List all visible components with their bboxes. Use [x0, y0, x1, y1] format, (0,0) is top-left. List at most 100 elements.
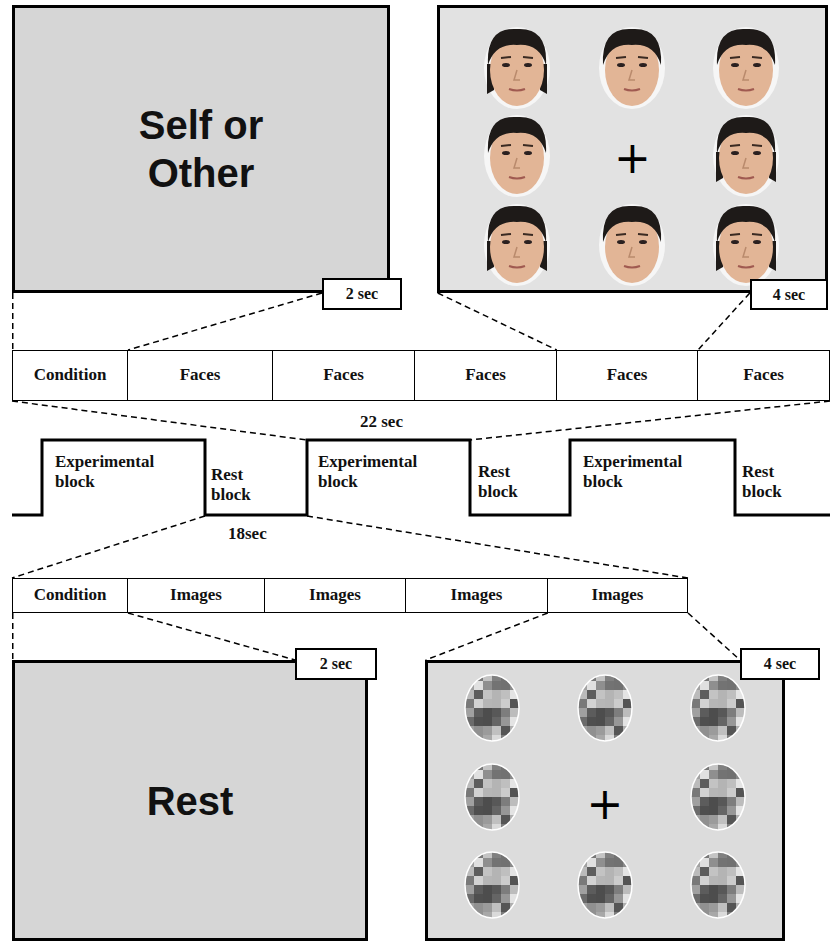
pixel [718, 894, 727, 903]
pixel-oval [465, 849, 519, 921]
pixel [587, 690, 596, 699]
nose [514, 158, 520, 168]
pixel [709, 885, 718, 894]
pixel [605, 867, 614, 876]
pixel [691, 912, 700, 921]
box-text: Condition [34, 585, 107, 605]
pixel [465, 849, 474, 858]
zoom-line [12, 401, 307, 440]
pixel [474, 788, 483, 797]
mouth [624, 89, 640, 91]
hair [717, 206, 775, 242]
pixel [578, 735, 587, 744]
eye [639, 240, 647, 244]
box-text: 2 sec [346, 284, 378, 303]
duration-box: 2 sec [322, 278, 402, 310]
timeline-cell: Faces [272, 350, 415, 401]
pixel [709, 858, 718, 867]
pixel [587, 699, 596, 708]
eye [639, 63, 647, 67]
zoom-connector [426, 613, 740, 660]
zoom-connector [13, 613, 295, 660]
pixel [709, 788, 718, 797]
eye [753, 151, 761, 155]
pixel [492, 770, 501, 779]
mouth [738, 177, 754, 179]
pixel [709, 699, 718, 708]
pixel [605, 690, 614, 699]
pixel [492, 708, 501, 717]
block-label: Rest block [211, 465, 271, 504]
pixel [718, 690, 727, 699]
pixel [483, 903, 492, 912]
pixel [700, 708, 709, 717]
pixel [483, 726, 492, 735]
pixel [614, 690, 623, 699]
pixel-oval [691, 761, 745, 833]
fixation-cross: + [614, 136, 651, 180]
pixel [510, 735, 519, 744]
faces-panel-ground [437, 5, 828, 293]
pixel [501, 894, 510, 903]
oval-edge [578, 675, 632, 741]
pixel [492, 876, 501, 885]
box-text: Faces [180, 365, 221, 385]
pixel [474, 806, 483, 815]
pixel [718, 708, 727, 717]
pixel [492, 903, 501, 912]
box-text: Faces [743, 365, 784, 385]
pixel [596, 858, 605, 867]
pixel [492, 717, 501, 726]
photo-oval [713, 204, 779, 286]
oval-edge [578, 852, 632, 918]
pixel [718, 867, 727, 876]
eye [731, 63, 739, 67]
box-text: Faces [607, 365, 648, 385]
eye [502, 151, 510, 155]
pixel [492, 779, 501, 788]
oval-ground [465, 675, 519, 741]
block-label: Experimental block [583, 452, 723, 491]
box-text: Faces [323, 365, 364, 385]
zoom-connector [438, 293, 750, 350]
pixel [474, 797, 483, 806]
pixel [727, 806, 736, 815]
pixel [501, 779, 510, 788]
hair [603, 29, 661, 65]
brows [501, 234, 533, 235]
pixel [718, 788, 727, 797]
pixel [510, 912, 519, 921]
pixel [596, 708, 605, 717]
pixel [483, 885, 492, 894]
pixel [465, 672, 474, 681]
eye [753, 63, 761, 67]
oval-edge [465, 852, 519, 918]
oval-ground [691, 675, 745, 741]
pixel [501, 885, 510, 894]
box-text: Rest [147, 777, 234, 825]
oval-ground [578, 852, 632, 918]
pixel [691, 849, 700, 858]
pixel [501, 699, 510, 708]
pixel [483, 797, 492, 806]
pixel [709, 815, 718, 824]
scrambled-images [465, 672, 745, 921]
pixel [727, 867, 736, 876]
brows [616, 234, 648, 235]
pixel [736, 912, 745, 921]
pixel [700, 779, 709, 788]
pixel [718, 717, 727, 726]
nose [629, 70, 635, 80]
timeline-cell: Condition [12, 350, 128, 401]
pixel [700, 894, 709, 903]
pixel [605, 858, 614, 867]
pixel [605, 681, 614, 690]
pixel [510, 761, 519, 770]
nose [743, 247, 749, 257]
pixel [623, 912, 632, 921]
pixel [709, 779, 718, 788]
pixel [596, 681, 605, 690]
pixel [596, 894, 605, 903]
pixel [709, 726, 718, 735]
pixel [700, 885, 709, 894]
